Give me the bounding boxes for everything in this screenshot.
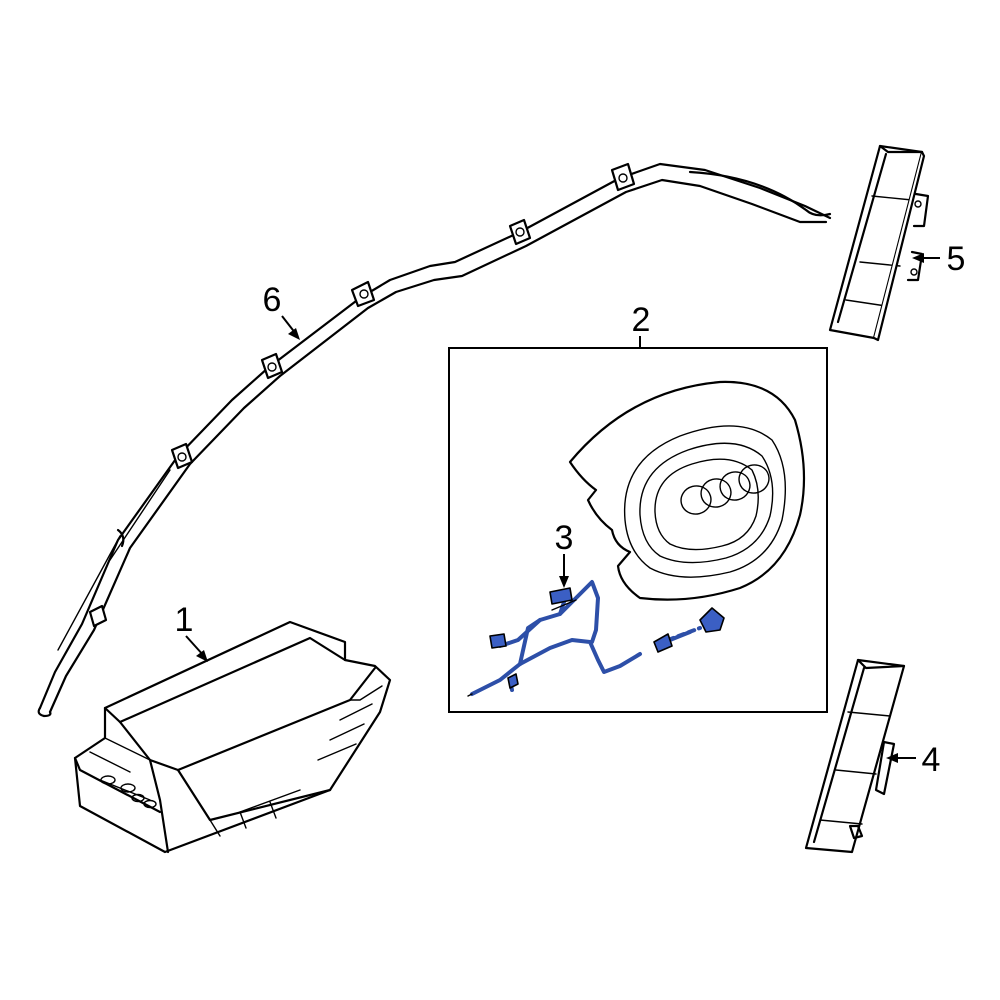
wiring-harness [467, 580, 725, 697]
knee-airbag-lower [804, 658, 906, 854]
passenger-airbag-module [73, 620, 392, 854]
callout-3: 3 [555, 519, 574, 557]
steering-wheel-airbag [568, 380, 806, 601]
callout-5: 5 [947, 240, 966, 278]
steering-airbag-box [448, 347, 828, 713]
leader-lines [185, 253, 940, 763]
callout-2: 2 [632, 301, 651, 339]
callout-1: 1 [175, 601, 194, 639]
knee-airbag-upper [828, 144, 930, 342]
callout-4: 4 [922, 741, 941, 779]
callout-6: 6 [263, 281, 282, 319]
curtain-airbag [37, 162, 832, 718]
